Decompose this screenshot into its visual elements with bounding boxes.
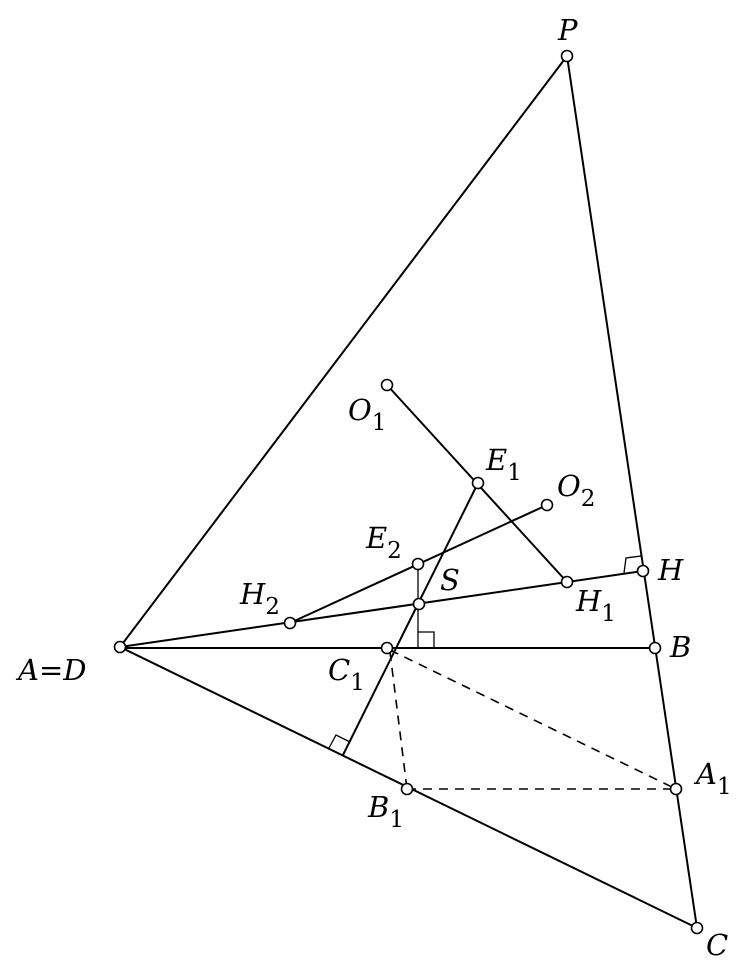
point-B1 bbox=[400, 782, 414, 796]
label-H1: H1 bbox=[575, 584, 616, 627]
point-O2 bbox=[540, 498, 554, 512]
point-S bbox=[412, 597, 426, 611]
label-H: H bbox=[657, 553, 684, 587]
segment-PA bbox=[119, 55, 568, 648]
point-H bbox=[636, 564, 650, 578]
dashed-C1A1 bbox=[389, 649, 677, 790]
label-P: P bbox=[557, 13, 578, 47]
point-H1 bbox=[560, 575, 574, 589]
label-C: C bbox=[706, 928, 728, 962]
label-AD: A=D bbox=[15, 653, 87, 687]
label-B1: B1 bbox=[367, 790, 404, 833]
label-E2: E2 bbox=[365, 521, 402, 564]
label-H2: H2 bbox=[239, 577, 280, 620]
point-P bbox=[560, 49, 574, 63]
label-O2: O2 bbox=[557, 469, 595, 512]
label-B: B bbox=[669, 630, 691, 664]
dashed-C1B1 bbox=[389, 651, 408, 790]
point-A1 bbox=[669, 782, 683, 796]
segment-PC bbox=[566, 55, 698, 929]
label-S: S bbox=[440, 563, 460, 597]
label-O1: O1 bbox=[348, 393, 386, 436]
point-O1 bbox=[380, 378, 394, 392]
segment-E1-foot bbox=[342, 482, 479, 756]
point-H2 bbox=[283, 616, 297, 630]
point-C bbox=[690, 921, 704, 935]
right-angle-mark-AC bbox=[328, 734, 351, 749]
point-E2 bbox=[411, 557, 425, 571]
label-A1: A1 bbox=[693, 757, 732, 800]
point-E1 bbox=[471, 476, 485, 490]
point-A bbox=[113, 640, 127, 654]
point-B bbox=[648, 641, 662, 655]
segment-AH bbox=[119, 570, 644, 648]
right-angle-mark-H bbox=[623, 555, 642, 574]
points bbox=[113, 49, 704, 935]
point-C1 bbox=[380, 641, 394, 655]
label-E1: E1 bbox=[485, 443, 522, 486]
label-C1: C1 bbox=[328, 653, 365, 696]
right-angle-mark-AB bbox=[418, 631, 435, 648]
